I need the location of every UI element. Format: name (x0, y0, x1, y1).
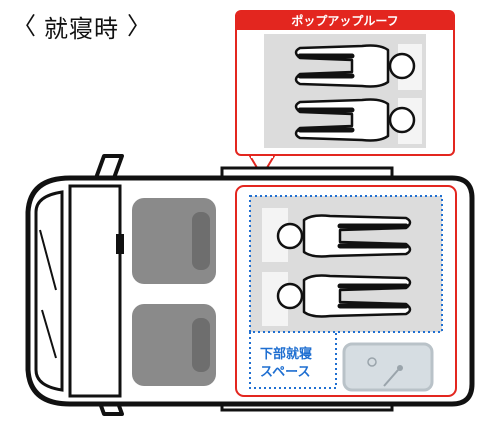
header: 〈 就寝時 〉 (12, 8, 151, 44)
windshield (34, 190, 64, 392)
lower-sleeping-space-label: 下部就寝 スペース (260, 346, 312, 382)
lower-label-line1: 下部就寝 (260, 347, 313, 362)
chevron-right-icon[interactable]: 〉 (127, 12, 151, 40)
steering-column (116, 234, 124, 254)
chevron-left-icon[interactable]: 〈 (12, 12, 36, 40)
lower-space-dotted (249, 332, 337, 389)
popup-roof-label: ポップアップルーフ (237, 12, 453, 30)
rear-sink (342, 342, 434, 392)
lower-sleeping-area-outline (235, 185, 457, 397)
cab-section (68, 184, 122, 398)
page-title: 就寝時 (44, 14, 119, 43)
popup-roof-callout: ポップアップルーフ (235, 10, 455, 156)
mirror-top (94, 154, 124, 180)
lower-label-line2: スペース (260, 365, 311, 380)
